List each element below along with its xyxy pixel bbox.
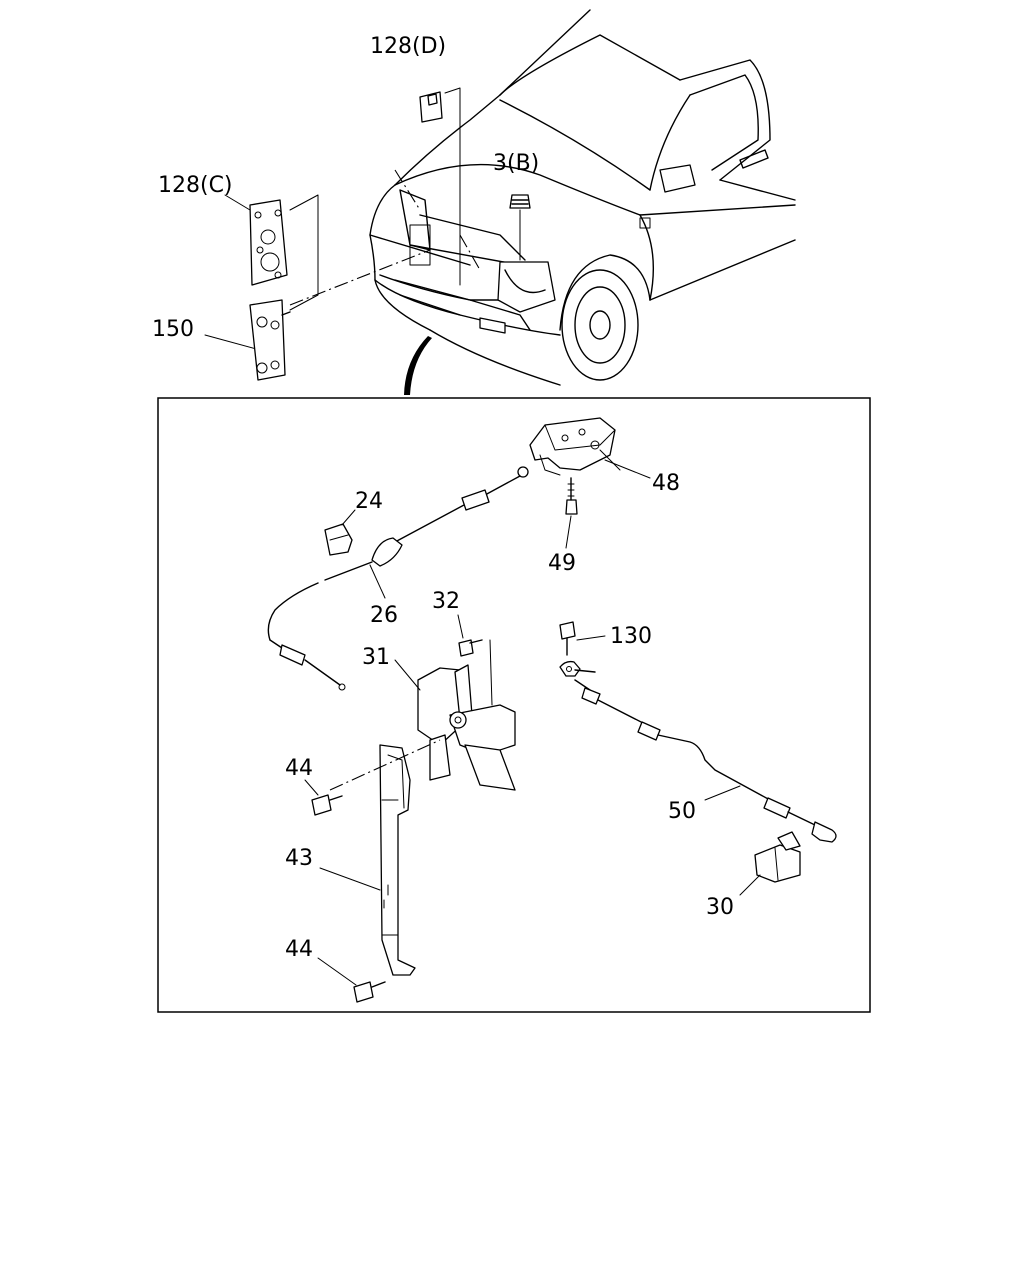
clip-24 (324, 523, 353, 556)
bracket-128d (419, 91, 443, 123)
bracket-150 (249, 299, 291, 381)
callout-44-upper: 44 (285, 756, 313, 781)
bolt-44-upper (311, 794, 343, 816)
detail-frame (157, 397, 871, 1013)
screw-49 (565, 477, 578, 515)
callout-30: 30 (706, 895, 734, 920)
callout-130: 130 (610, 624, 652, 649)
bolt-130 (559, 621, 576, 656)
top-leader-lines (204, 87, 481, 351)
detail-arrow (404, 336, 432, 395)
clip-30 (754, 831, 801, 883)
callout-44-lower: 44 (285, 937, 313, 962)
callout-24: 24 (355, 489, 383, 514)
callout-150: 150 (152, 317, 194, 342)
hood-latch-31 (417, 639, 516, 791)
striker-bracket-48 (529, 417, 621, 476)
bolt-32 (458, 639, 483, 657)
support-rod-43 (379, 744, 416, 976)
vehicle-illustration (369, 9, 796, 386)
bolt-44-lower (353, 981, 386, 1003)
release-cable-26 (267, 466, 529, 691)
callout-50: 50 (668, 799, 696, 824)
bracket-128c (249, 199, 288, 286)
callout-48: 48 (652, 471, 680, 496)
callout-128d: 128(D) (370, 34, 446, 59)
callout-43: 43 (285, 846, 313, 871)
callout-26: 26 (370, 603, 398, 628)
callout-128c: 128(C) (158, 173, 233, 198)
callout-31: 31 (362, 645, 390, 670)
callout-3b: 3(B) (493, 151, 539, 176)
callout-49: 49 (548, 551, 576, 576)
lock-rod-50 (559, 660, 837, 843)
callout-32: 32 (432, 589, 460, 614)
